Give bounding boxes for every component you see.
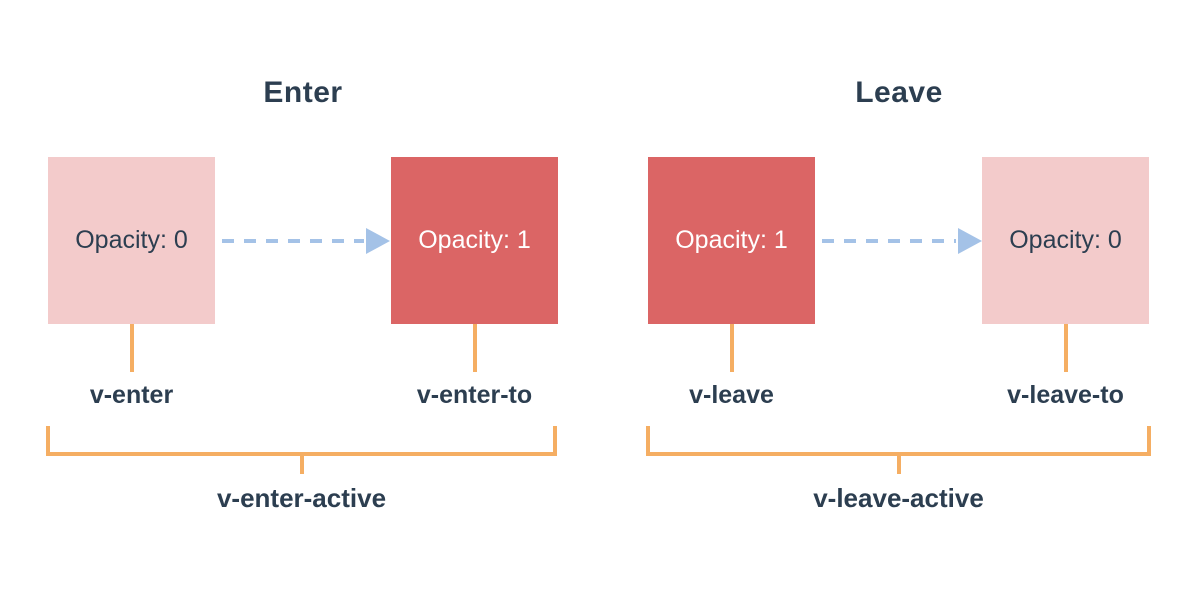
leave-to-label: v-leave-to — [1007, 381, 1124, 409]
enter-from-box: Opacity: 0 — [48, 157, 215, 324]
enter-from-label: v-enter — [89, 381, 174, 409]
leave-active-bracket — [646, 426, 1151, 456]
leave-from-box-text: Opacity: 1 — [675, 226, 788, 254]
enter-dashed-arrow-line — [222, 239, 364, 243]
enter-active-bracket — [46, 426, 557, 456]
leave-to-box: Opacity: 0 — [982, 157, 1149, 324]
leave-arrowhead-icon — [958, 228, 982, 254]
enter-arrowhead-icon — [366, 228, 390, 254]
enter-to-box: Opacity: 1 — [391, 157, 558, 324]
leave-from-box: Opacity: 1 — [648, 157, 815, 324]
enter-active-label: v-enter-active — [216, 483, 387, 513]
enter-to-label: v-enter-to — [416, 381, 533, 409]
enter-to-connector-line — [473, 324, 477, 372]
enter-to-box-text: Opacity: 1 — [418, 226, 531, 254]
enter-from-connector-line — [130, 324, 134, 372]
leave-from-label: v-leave — [689, 381, 774, 409]
enter-active-bracket-tick — [300, 456, 304, 474]
enter-from-box-text: Opacity: 0 — [75, 226, 188, 254]
leave-from-connector-line — [730, 324, 734, 372]
leave-section-title: Leave — [855, 76, 943, 109]
leave-active-label: v-leave-active — [813, 483, 984, 513]
leave-to-connector-line — [1064, 324, 1068, 372]
leave-active-bracket-tick — [897, 456, 901, 474]
leave-to-box-text: Opacity: 0 — [1009, 226, 1122, 254]
leave-dashed-arrow-line — [822, 239, 956, 243]
enter-section-title: Enter — [263, 76, 343, 109]
